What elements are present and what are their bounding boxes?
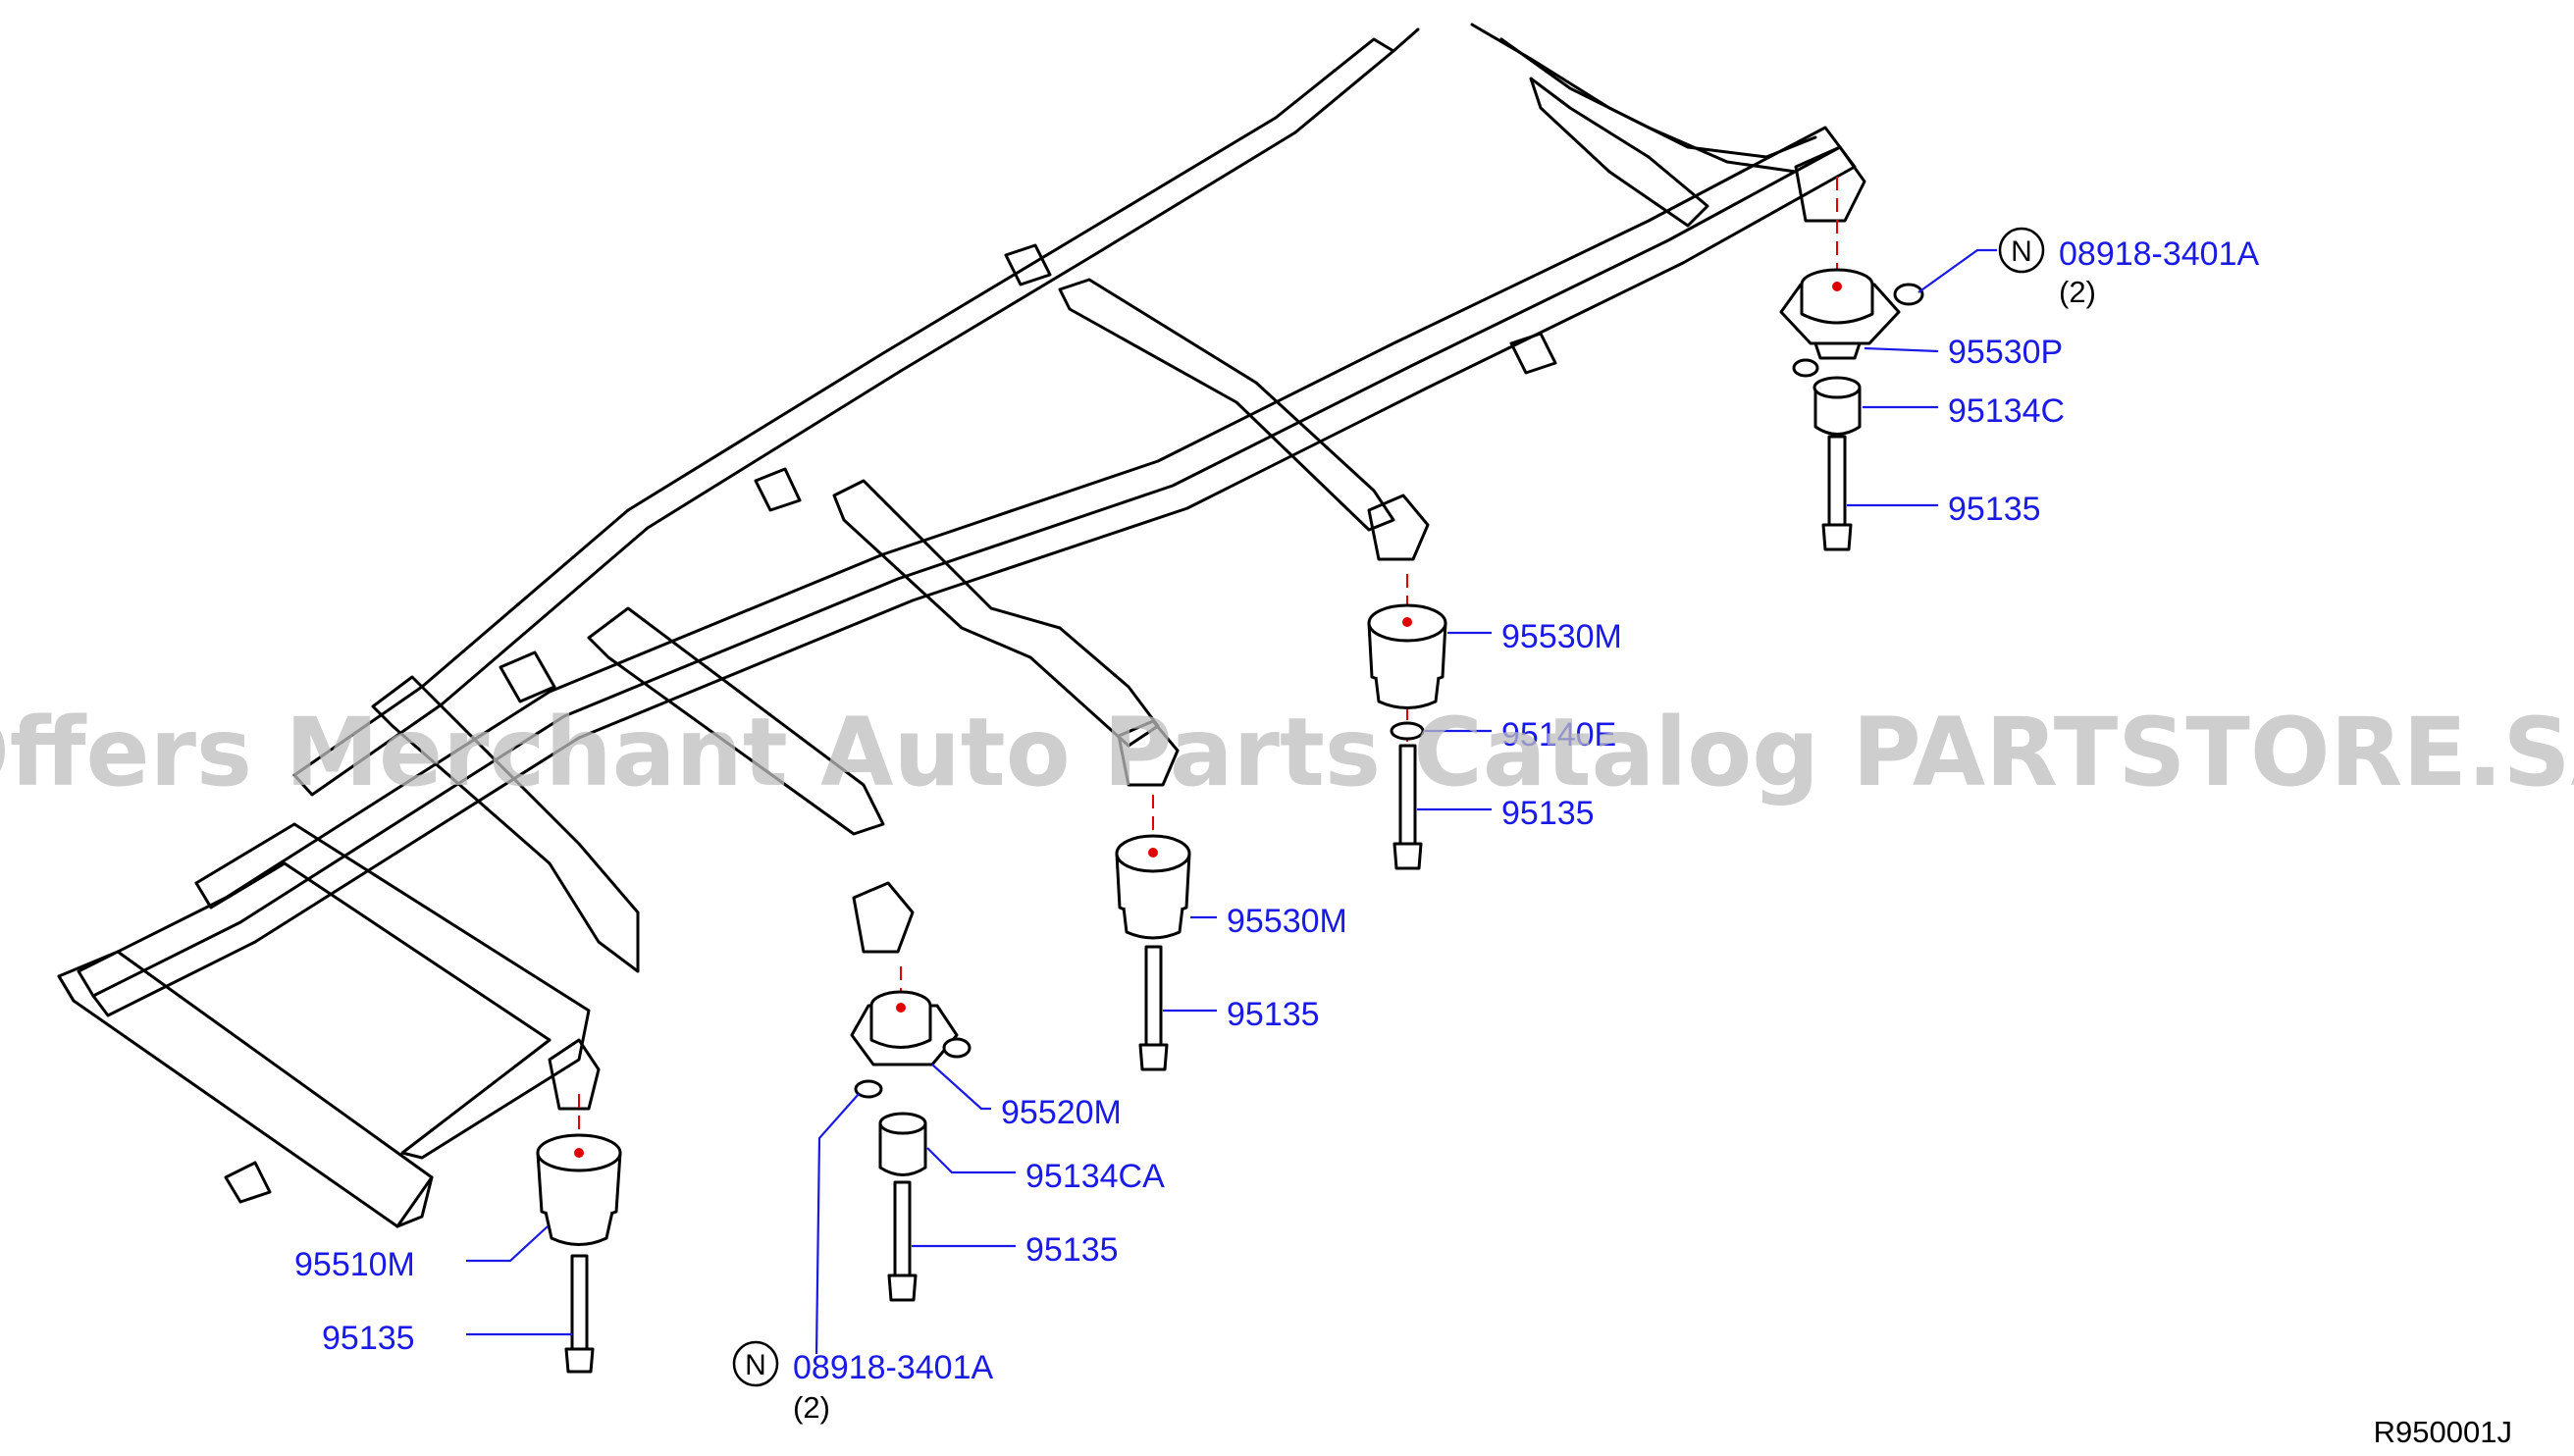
label-95530M-upper[interactable]: 95530M (1501, 618, 1622, 655)
label-95530P[interactable]: 95530P (1948, 334, 2063, 371)
cross-member-1 (194, 822, 591, 1160)
label-08918-3401A-front[interactable]: 08918-3401A (793, 1349, 994, 1386)
n-symbol-rear-text: N (2011, 235, 2032, 268)
bolt-95135-front[interactable] (564, 1254, 595, 1374)
label-08918-3401A-rear[interactable]: 08918-3401A (2059, 235, 2260, 273)
front-cross-member (57, 950, 434, 1228)
cross-member-2 (371, 675, 640, 973)
label-95135-front[interactable]: 95135 (322, 1320, 415, 1357)
washer-95140E[interactable] (1390, 721, 1425, 741)
n-symbol-front (732, 1340, 779, 1387)
n-symbol-front-text: N (745, 1349, 766, 1381)
mount-bracket-rear-mid (1367, 494, 1430, 561)
washer-front-mid (854, 1079, 883, 1099)
bolt-95135-middle[interactable] (1138, 945, 1169, 1071)
label-95134C[interactable]: 95134C (1948, 392, 2065, 430)
label-95135-middle[interactable]: 95135 (1227, 996, 1320, 1033)
bolt-95135-rear[interactable] (1821, 435, 1853, 551)
label-95135-upper[interactable]: 95135 (1501, 795, 1595, 832)
assembly-axes (578, 177, 1838, 1153)
mount-bracket-front (548, 1038, 601, 1111)
mount-bracket-rear (1794, 145, 1866, 223)
qty-rear: (2) (2059, 275, 2096, 309)
mount-95530M-upper[interactable] (1367, 603, 1447, 709)
label-95135-front-mid[interactable]: 95135 (1025, 1231, 1119, 1269)
mount-95510M[interactable] (536, 1133, 622, 1246)
callout-labels: 08918-3401A (2) 95530P 95134C 95135 9553… (294, 235, 2512, 1449)
diagram-reference-code: R950001J (2374, 1415, 2512, 1449)
cross-member-5 (1058, 278, 1395, 532)
right-side-rail (292, 37, 1395, 797)
nut-08918-rear[interactable] (1893, 283, 1924, 306)
washer-rear (1792, 358, 1819, 378)
mount-95520M[interactable] (850, 990, 959, 1066)
label-95135-rear[interactable]: 95135 (1948, 491, 2041, 528)
cross-member-6 (1529, 77, 1709, 228)
watermark-text: Offers Merchant Auto Parts Catalog PARTS… (0, 698, 2574, 807)
label-95520M[interactable]: 95520M (1001, 1094, 1122, 1131)
chassis-frame (57, 23, 1866, 1228)
bolt-95135-upper[interactable] (1392, 744, 1423, 870)
mount-bracket-mid-front (852, 881, 915, 954)
spacer-95134C[interactable] (1812, 376, 1862, 436)
label-95510M[interactable]: 95510M (294, 1246, 415, 1283)
nut-95520M-side (942, 1037, 972, 1059)
label-95140E[interactable]: 95140E (1501, 716, 1616, 754)
qty-front: (2) (793, 1390, 830, 1425)
n-symbol-rear (1998, 227, 2045, 274)
leader-lines (466, 248, 1997, 1355)
left-side-rail (77, 126, 1842, 998)
mount-95530P[interactable] (1779, 268, 1901, 360)
spacer-95134CA[interactable] (878, 1112, 927, 1176)
mount-95530M-middle[interactable] (1115, 834, 1191, 940)
label-95530M-middle[interactable]: 95530M (1227, 903, 1347, 940)
bolt-95135-front-mid[interactable] (887, 1180, 918, 1302)
label-95134CA[interactable]: 95134CA (1025, 1158, 1165, 1195)
cross-member-3 (587, 606, 885, 836)
mount-bracket-mid (1117, 719, 1180, 787)
